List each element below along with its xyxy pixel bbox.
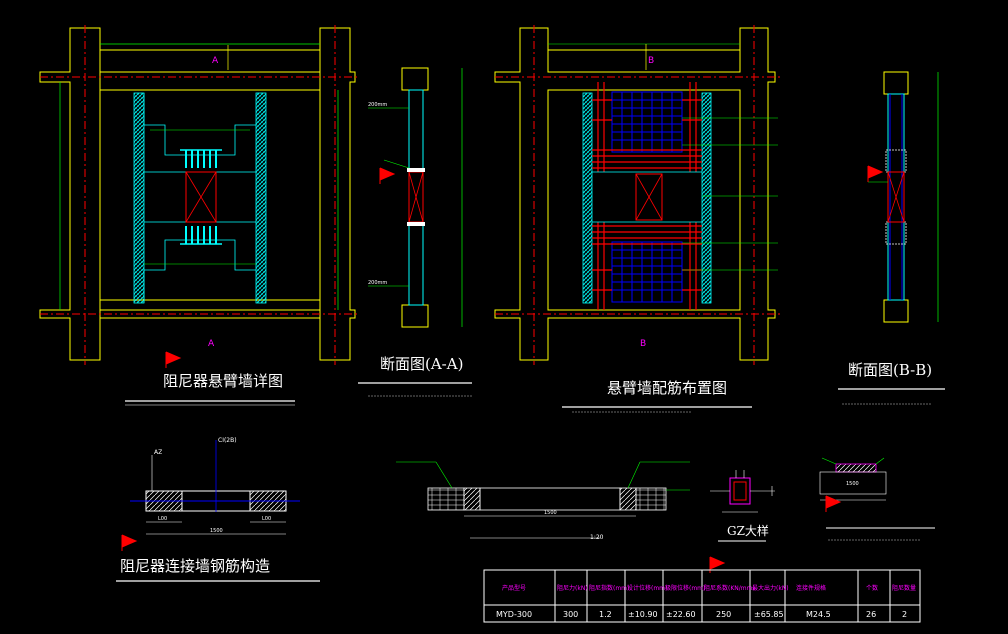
connection-wall: AZ CI(2B) L00 L00 1500 — [121, 437, 300, 551]
table-header-ult: 极限位移(mm) — [665, 584, 705, 592]
conn-dim-left: L00 — [158, 516, 167, 522]
table-header-conn: 连接件规格 — [796, 584, 826, 592]
marker-b-top: B — [648, 56, 654, 66]
table-header-force: 阻尼力(kN) — [557, 584, 588, 592]
title-connection-wall: 阻尼器连接墙钢筋构造 — [120, 557, 270, 575]
table-cell-qty: 2 — [902, 610, 907, 619]
title-damper-wall-detail: 阻尼器悬臂墙详图 — [163, 372, 283, 390]
title-section-aa: 断面图(A-A) — [380, 355, 463, 373]
table-header-index: 阻尼指数(mm) — [589, 584, 629, 592]
table-header-qty: 阻尼数量 — [892, 584, 916, 592]
table-header-count: 个数 — [866, 584, 878, 592]
conn-dim-right: L00 — [262, 516, 271, 522]
anchor-detail: 1500 — [819, 457, 935, 541]
table-cell-model: MYD-300 — [496, 610, 532, 619]
marker-a-bottom: A — [208, 339, 215, 349]
table-cell-force: 300 — [563, 610, 578, 619]
table-cell-max: ±65.85 — [754, 610, 784, 619]
gz-detail — [710, 470, 775, 513]
aa-dim-bottom: 200mm — [368, 280, 387, 286]
product-table: 产品型号 阻尼力(kN) 阻尼指数(mm) 设计位移(mm) 极限位移(mm) … — [483, 556, 921, 623]
anchor-dim: 1500 — [846, 481, 859, 487]
title-gz: GZ大样 — [727, 523, 769, 538]
marker-a-top: A — [212, 56, 219, 66]
section-aa: 200mm 200mm — [368, 67, 463, 328]
table-cell-count: 26 — [866, 610, 876, 619]
damper-wall-detail: A A — [39, 25, 360, 368]
aa-dim-top: 200mm — [368, 102, 387, 108]
rebar-layout: B B — [494, 25, 780, 365]
conn-dim-total: 1500 — [210, 528, 223, 534]
title-section-bb: 断面图(B-B) — [848, 361, 932, 379]
table-cell-index: 1.2 — [599, 610, 612, 619]
conn-ct-label: CI(2B) — [218, 437, 237, 444]
table-cell-disp: ±10.90 — [628, 610, 658, 619]
table-header-model: 产品型号 — [502, 584, 526, 592]
table-header-disp: 设计位移(mm) — [627, 584, 667, 592]
table-header-coef: 阻尼系数(KN/mm) — [704, 584, 755, 592]
conn-az-label: AZ — [154, 449, 162, 456]
cantilever-scale: 1:20 — [590, 534, 604, 541]
section-bb — [867, 71, 939, 323]
table-header-max: 最大出力(kN) — [752, 584, 789, 592]
marker-b-bottom: B — [640, 339, 646, 349]
table-cell-conn: M24.5 — [806, 610, 831, 619]
title-rebar-layout: 悬臂墙配筋布置图 — [607, 379, 727, 397]
cantilever-construction: 1500 1:20 — [396, 461, 690, 541]
table-cell-ult: ±22.60 — [666, 610, 696, 619]
cantilever-dim-total: 1500 — [544, 510, 557, 516]
table-cell-coef: 250 — [716, 610, 731, 619]
